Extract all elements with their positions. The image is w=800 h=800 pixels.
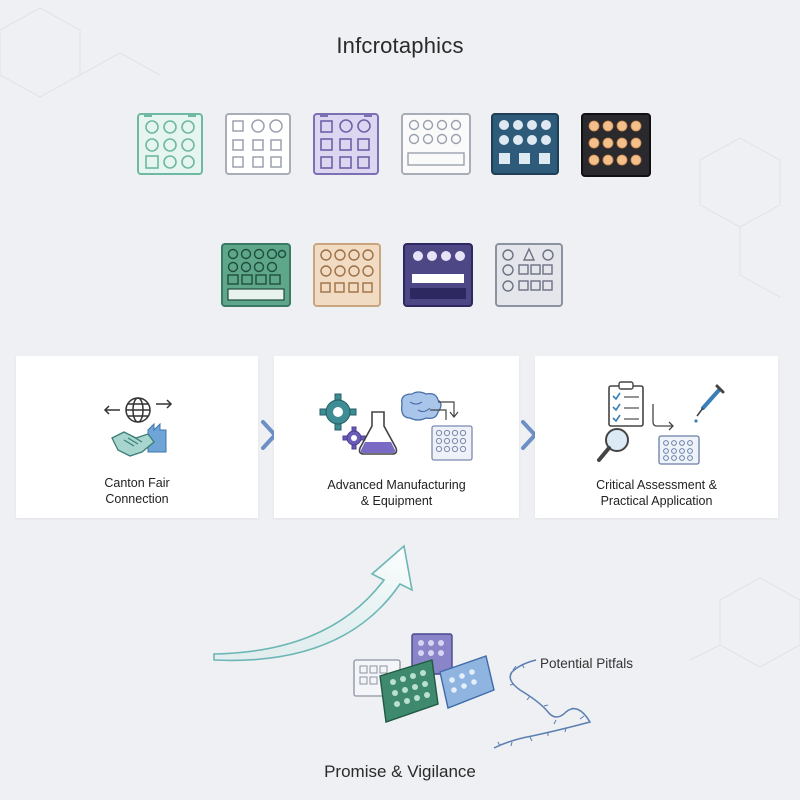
checklist-magnifier-pipette-icon [597, 381, 725, 465]
well-plate-icon [495, 243, 563, 307]
pitfall-path-icon [493, 659, 592, 749]
rising-arrow-icon [213, 544, 414, 662]
panel-label-line1: Advanced Manufacturing [327, 478, 466, 492]
well-plate-icon [137, 113, 203, 175]
panel-label-line2: Practical Application [600, 494, 713, 508]
well-plate-icon [491, 113, 559, 175]
panel-label-line1: Critical Assessment & [596, 478, 717, 492]
well-plate-icon [581, 113, 651, 177]
well-plate-icon [313, 113, 379, 175]
page-title: Infcrotaphics [336, 33, 464, 58]
bottom-caption: Promise & Vigilance [324, 762, 476, 781]
handshake-globe-icon [103, 397, 173, 457]
well-plate-icon [401, 113, 471, 175]
panel-label-line2: & Equipment [360, 494, 433, 508]
process-flow: Canton Fair Connection [0, 356, 800, 518]
well-plate-icon [225, 113, 291, 175]
panel-advanced-manufacturing: Advanced Manufacturing & Equipment [274, 356, 519, 518]
panel-label-line2: Connection [105, 492, 169, 506]
well-plate-gallery [0, 0, 800, 320]
well-plate-icon [403, 243, 473, 307]
well-plate-icon [313, 243, 381, 307]
panel-critical-assessment: Critical Assessment & Practical Applicat… [535, 356, 778, 518]
promise-vigilance-illustration [213, 544, 592, 749]
gears-flask-brain-icon [319, 391, 473, 461]
stacked-well-plates-icon [353, 633, 495, 723]
panel-canton-fair: Canton Fair Connection [16, 356, 258, 518]
pitfalls-label: Potential Pitfals [540, 656, 634, 671]
panel-label-line1: Canton Fair [104, 476, 170, 490]
well-plate-icon [221, 243, 291, 307]
